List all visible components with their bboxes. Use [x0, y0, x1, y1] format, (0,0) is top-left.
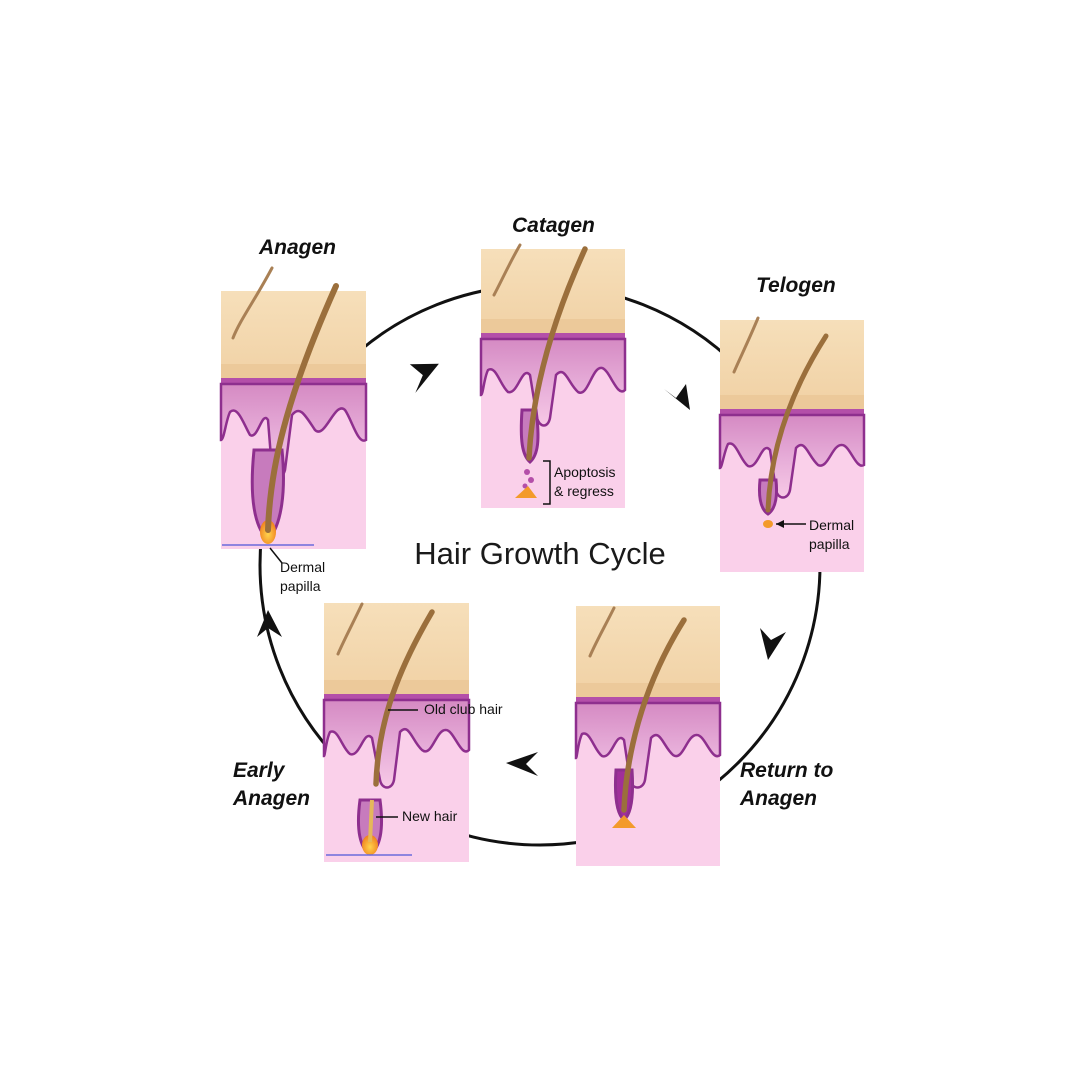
stage-label-return-line2: Anagen [740, 787, 818, 810]
arrow-anagen-to-catagen [409, 363, 439, 393]
callout-new-hair: New hair [402, 808, 458, 824]
stage-label-early-line2: Anagen [233, 787, 311, 810]
stage-label-catagen: Catagen [512, 214, 595, 237]
callout-telogen-line2: papilla [809, 536, 850, 552]
callout-catagen-line1: Apoptosis [554, 464, 616, 480]
stage-label-early-line1: Early [233, 759, 285, 782]
diagram-title: Hair Growth Cycle [414, 536, 666, 571]
panel-telogen [718, 316, 866, 572]
callout-catagen-line2: & regress [554, 483, 614, 499]
callout-telogen-dermal-papilla: Dermal papilla [809, 516, 854, 554]
stage-label-return-to-anagen: Return to Anagen [740, 757, 833, 813]
callout-catagen-apoptosis: Apoptosis & regress [554, 463, 615, 501]
arrow-catagen-to-telogen [664, 384, 690, 410]
panel-catagen [479, 243, 627, 508]
callout-anagen-line1: Dermal [280, 559, 326, 575]
stage-label-early-anagen: Early Anagen [233, 757, 310, 813]
panel-return-to-anagen [574, 606, 722, 866]
stage-label-return-line1: Return to [740, 759, 834, 782]
arrow-telogen-to-return [760, 628, 786, 660]
callout-anagen-line2: papilla [280, 578, 321, 594]
stage-label-telogen: Telogen [756, 274, 836, 297]
cycle-arrowheads [257, 363, 786, 776]
panel-early-anagen [322, 602, 471, 862]
arrow-early-to-anagen [257, 610, 282, 637]
callout-old-club-hair: Old club hair [424, 701, 503, 717]
callout-telogen-line1: Dermal [809, 517, 855, 533]
callout-anagen-dermal-papilla: Dermal papilla [280, 558, 325, 596]
arrow-return-to-early [506, 752, 538, 776]
panel-anagen [219, 266, 368, 564]
stage-label-anagen: Anagen [259, 236, 337, 259]
